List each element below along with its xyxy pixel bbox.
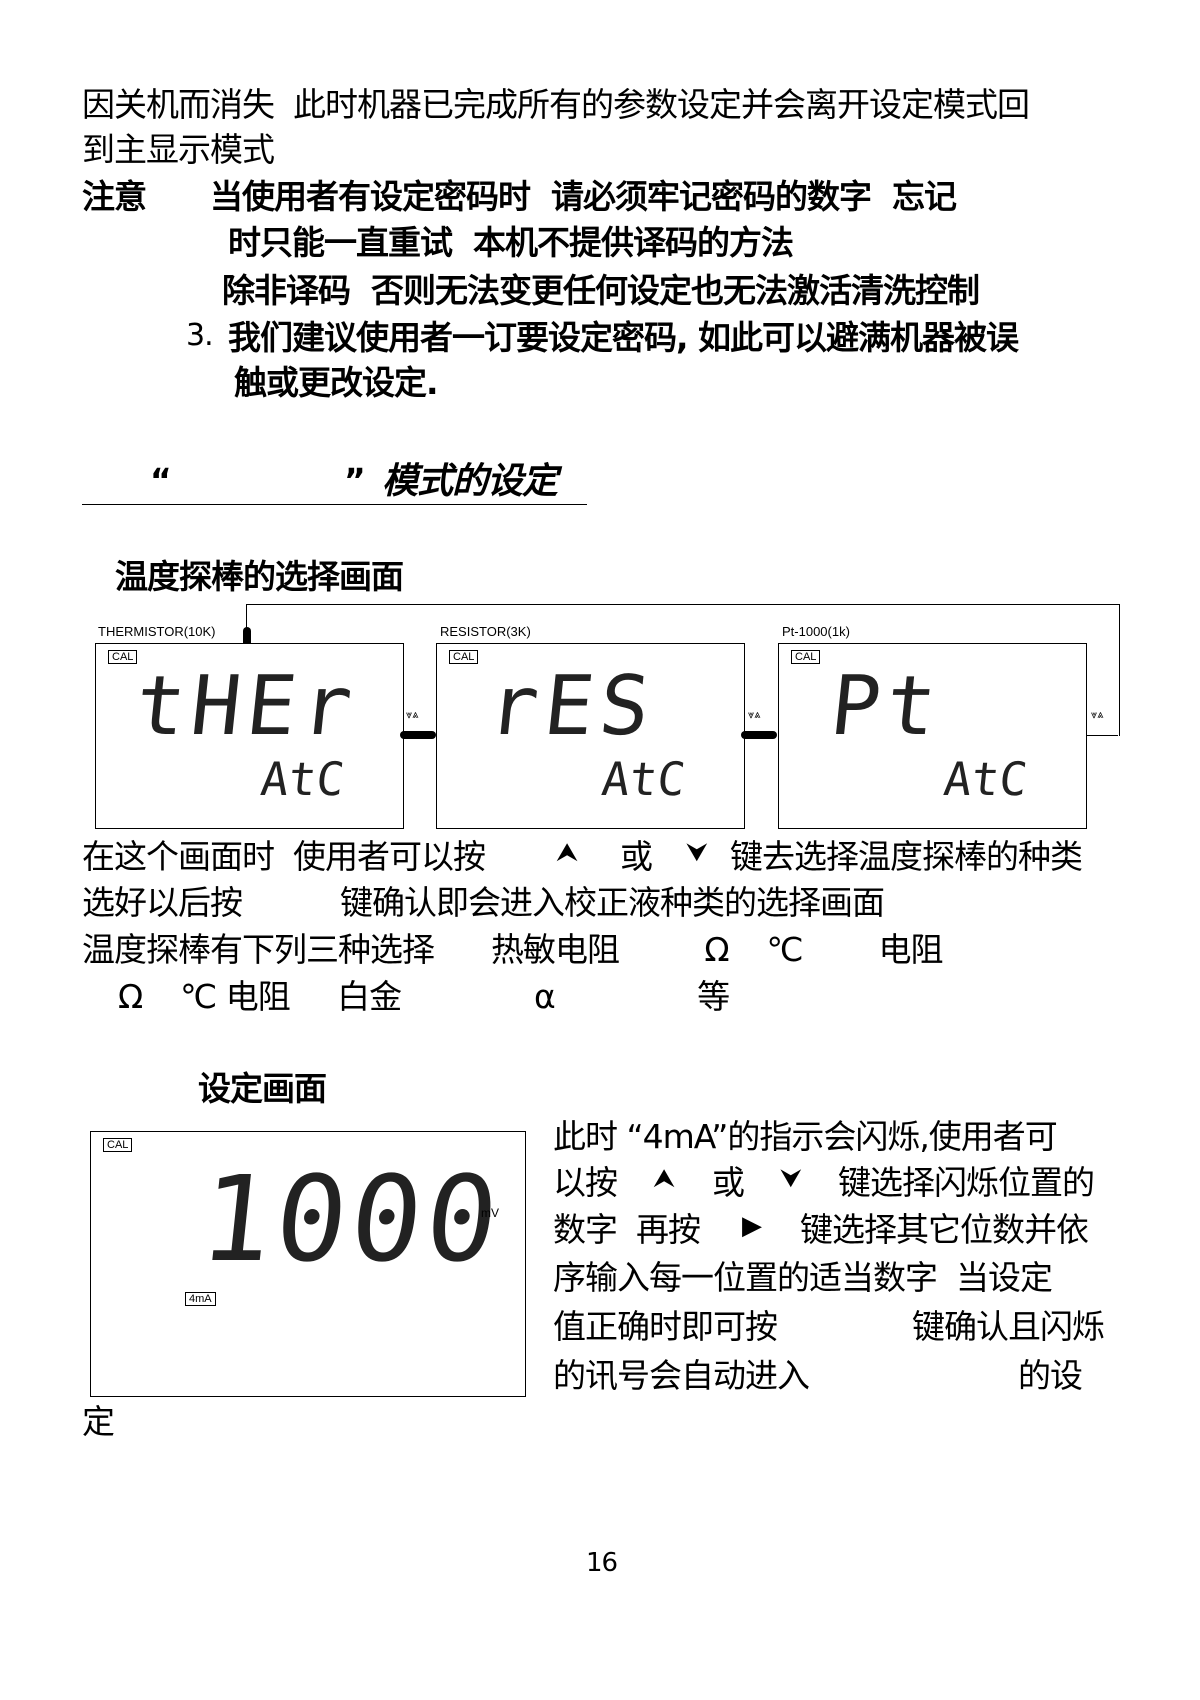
text-line: 键去选择温度探棒的种类 (730, 837, 1083, 876)
setting-heading: 设定画面 (198, 1069, 327, 1108)
right-key-icon: ▶ (742, 1211, 762, 1241)
text-line: 序输入每一位置的适当数字 当设定 (553, 1258, 1053, 1297)
cal-indicator: CAL (103, 1138, 133, 1152)
connector (243, 627, 251, 649)
lcd-resistor: CAL rES AtC (436, 643, 745, 829)
text-line: 键确认且闪烁 (912, 1307, 1105, 1346)
text-line: 值正确时即可按 (553, 1307, 778, 1346)
note-number: 3. (186, 318, 214, 353)
cal-indicator: CAL (791, 650, 821, 664)
cal-indicator: CAL (449, 650, 479, 664)
lcd-setting: CAL 1000 mV 4mA (90, 1131, 526, 1397)
quote: ” (344, 461, 366, 500)
text-line: 键确认即会进入校正液种类的选择画面 (340, 883, 885, 922)
probe-heading: 温度探棒的选择画面 (115, 557, 404, 596)
text-line: 因关机而消失 此时机器已完成所有的参数设定并会离开设定模式回 (82, 85, 1030, 124)
text-line: 以按 (553, 1163, 618, 1202)
up-key-icon: ⮝ (556, 838, 578, 868)
text-or: 或 (712, 1163, 745, 1202)
note-line: 除非译码 否则无法变更任何设定也无法激活清洗控制 (222, 271, 980, 310)
text-line: 的设 (1018, 1356, 1083, 1395)
page-number: 16 (586, 1548, 618, 1578)
loop-line-bottom (1087, 735, 1118, 736)
lcd-value: 1000 (193, 1150, 509, 1288)
lcd-main: Pt (826, 659, 947, 754)
text-line: 键选择其它位数并依 (800, 1210, 1089, 1249)
up-down-arrows-icon: ⩔⩓ (748, 708, 761, 721)
ma-indicator: 4mA (185, 1292, 216, 1306)
text-line: 到主显示模式 (82, 130, 275, 169)
probe-label: RESISTOR(3K) (440, 624, 531, 639)
up-down-arrows-icon: ⩔⩓ (406, 708, 419, 721)
connector (400, 731, 436, 739)
text-line: 键选择闪烁位置的 (838, 1163, 1095, 1202)
text-line: 定 (82, 1402, 115, 1441)
text-line: 温度探棒有下列三种选择 热敏电阻 Ω ℃ 电阻 (82, 930, 944, 969)
lcd-main: tHEr (131, 659, 363, 754)
down-key-icon: ⮟ (686, 838, 708, 868)
lcd-thermistor: CAL tHEr AtC (95, 643, 404, 829)
note-label: 注意 (82, 177, 147, 216)
text-line: Ω ℃ 电阻 白金 α 等 (118, 977, 730, 1016)
text-line: 此时 “4mA”的指示会闪烁,使用者可 (553, 1117, 1058, 1156)
text-line: 数字 再按 (553, 1210, 701, 1249)
up-key-icon: ⮝ (653, 1164, 675, 1194)
down-key-icon: ⮟ (780, 1164, 802, 1194)
text-line: 选好以后按 (82, 883, 243, 922)
note-line: 时只能一直重试 本机不提供译码的方法 (228, 223, 794, 262)
cal-indicator: CAL (108, 650, 138, 664)
note-line: 我们建议使用者一订要设定密码, 如此可以避满机器被误 (228, 318, 1019, 357)
lcd-sub: AtC (599, 752, 688, 806)
lcd-sub: AtC (258, 752, 347, 806)
probe-label: Pt-1000(1k) (782, 624, 850, 639)
text-or: 或 (620, 837, 653, 876)
lcd-main: rES (484, 659, 661, 754)
lcd-pt1000: CAL Pt AtC (778, 643, 1087, 829)
text-line: 在这个画面时 使用者可以按 (82, 837, 486, 876)
section-heading: “ ” 模式的设定 (82, 460, 587, 505)
up-down-arrows-icon: ⩔⩓ (1091, 708, 1104, 721)
text-line: 的讯号会自动进入 (553, 1356, 810, 1395)
note-line: 触或更改设定. (234, 363, 439, 402)
connector (741, 731, 777, 739)
quote: “ (150, 461, 172, 500)
unit-label: mV (481, 1206, 499, 1220)
lcd-sub: AtC (941, 752, 1030, 806)
probe-label: THERMISTOR(10K) (98, 624, 216, 639)
section-title: 模式的设定 (382, 461, 558, 502)
note-line: 当使用者有设定密码时 请必须牢记密码的数字 忘记 (210, 177, 957, 216)
